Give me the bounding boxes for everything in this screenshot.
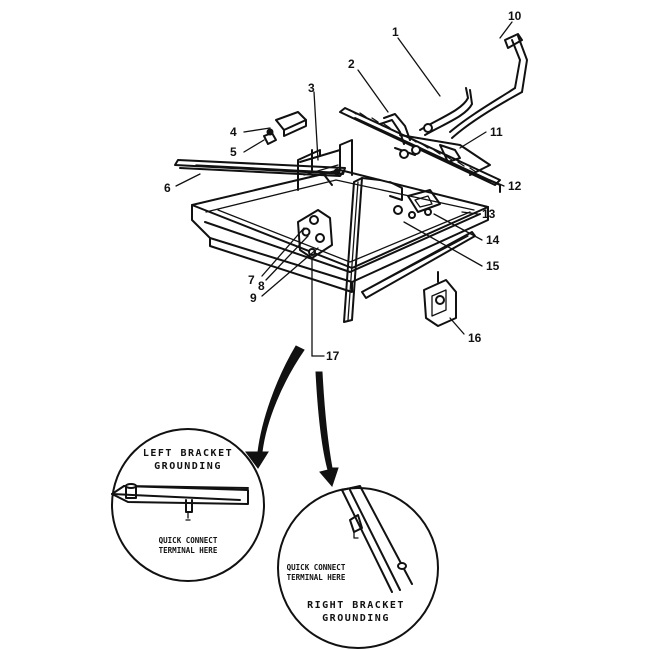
leader-lines [175,21,513,357]
callout-7: 7 [248,273,255,287]
gas-tubes [379,33,528,163]
callout-11: 11 [490,125,503,139]
left-detail-note-2: TERMINAL HERE [159,546,218,555]
callout-8: 8 [258,279,265,293]
detail-arrows [245,345,339,487]
ground-bracket [297,209,333,259]
left-detail-title-2: GROUNDING [154,461,222,472]
callout-14: 14 [486,233,500,247]
callout-4: 4 [230,125,237,139]
callout-2: 2 [348,57,355,71]
burner-bar [174,159,346,186]
right-detail-title-1: RIGHT BRACKET [307,600,405,611]
callout-3: 3 [308,81,315,95]
right-detail-note-1: QUICK CONNECT [287,563,346,572]
callout-15: 15 [486,259,500,273]
left-detail-note-1: QUICK CONNECT [159,536,218,545]
callout-13: 13 [482,207,496,221]
right-bracket-detail [277,485,439,649]
igniter-parts [263,111,307,145]
callout-labels: 1 2 3 4 5 6 7 8 9 10 11 12 13 14 15 16 1… [164,9,522,363]
part-16-clip [423,271,457,327]
right-detail-note-2: TERMINAL HERE [287,573,346,582]
callout-16: 16 [468,331,482,345]
callout-5: 5 [230,145,237,159]
valve-assembly [389,181,441,219]
callout-17: 17 [326,349,340,363]
callout-9: 9 [250,291,257,305]
callout-6: 6 [164,181,171,195]
left-detail-title-1: LEFT BRACKET [143,448,233,459]
callout-1: 1 [392,25,399,39]
left-bracket-detail [111,428,265,582]
right-detail-title-2: GROUNDING [322,613,390,624]
callout-12: 12 [508,179,522,193]
vertical-bracket [343,177,381,323]
detail-captions: LEFT BRACKET GROUNDING QUICK CONNECT TER… [143,448,405,624]
burner-tray [191,169,489,293]
callout-10: 10 [508,9,522,23]
